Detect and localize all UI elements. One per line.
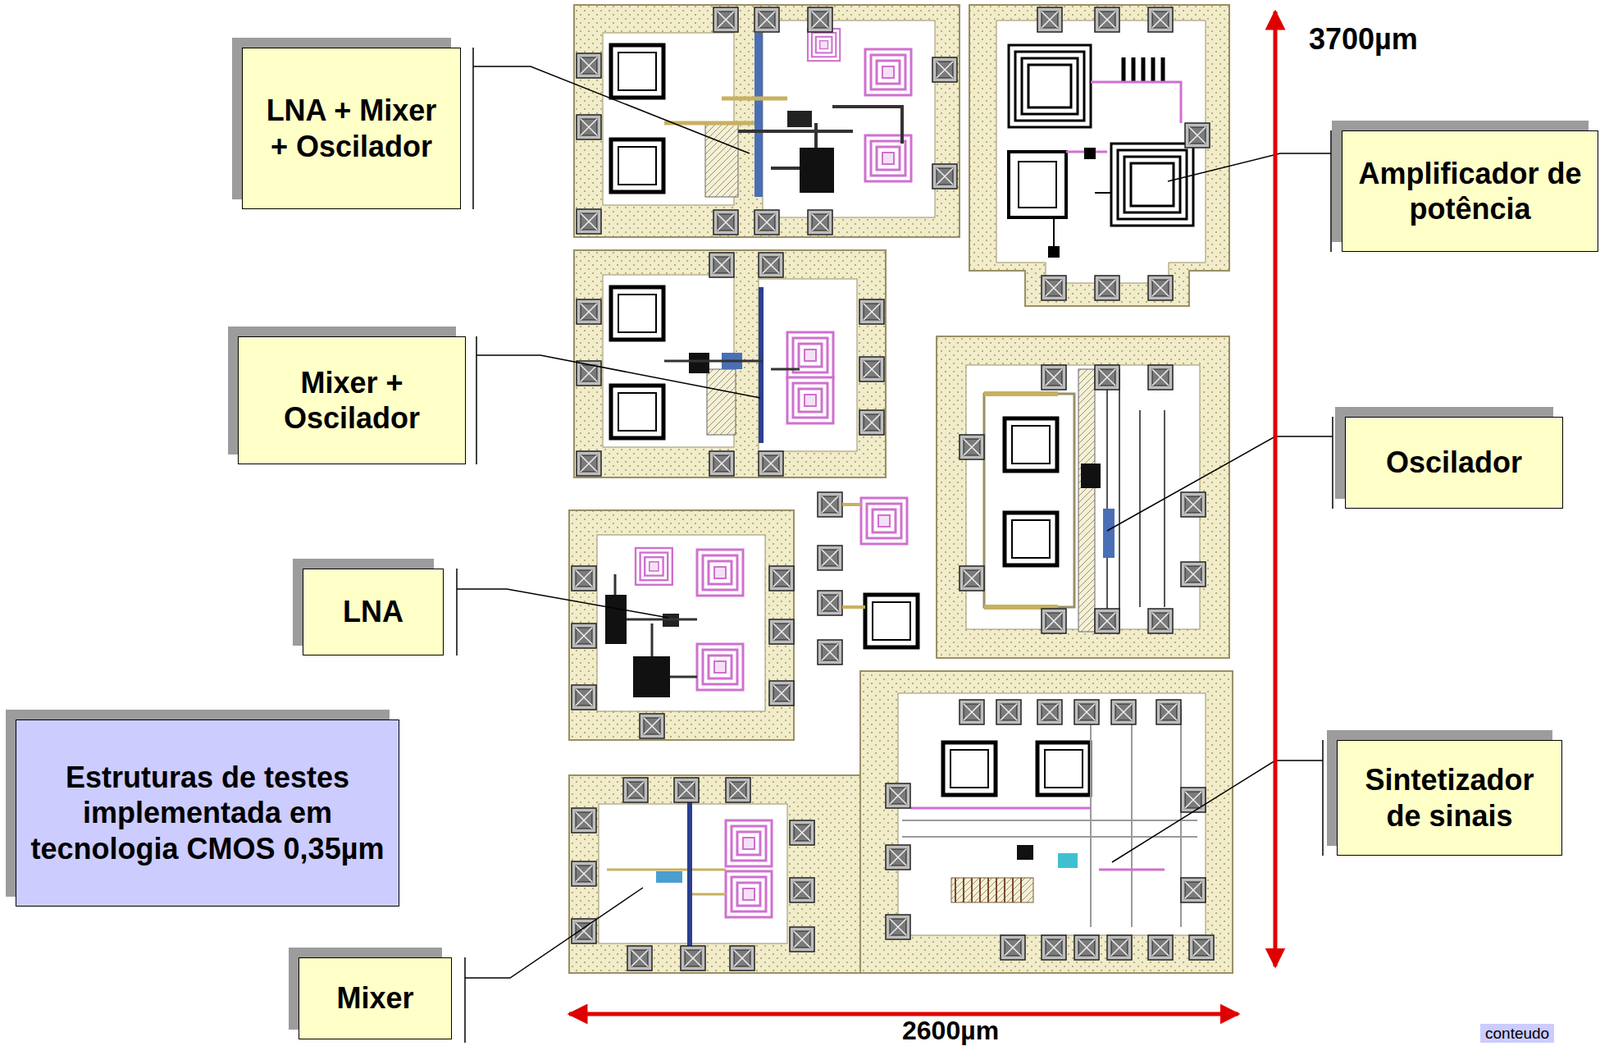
callout-text: Mixer [336,980,414,1016]
callout-box: Amplificador de potência [1341,130,1599,252]
callout-text: Oscilador [1385,444,1523,480]
callout-text: Estruturas de testes implementada em tec… [29,759,386,867]
callout-box: Sintetizador de sinais [1336,739,1563,856]
callout-box: Oscilador [1344,416,1564,509]
note-box: Estruturas de testes implementada em tec… [15,719,400,907]
callout-text: LNA [342,593,404,630]
callout-box: Mixer [298,957,452,1040]
callout-text: Mixer + Oscilador [250,364,454,436]
dimension-label: 2600µm [902,1016,999,1044]
callout-box: LNA [302,568,444,656]
callout-text: LNA + Mixer + Oscilador [254,92,449,164]
callout-box: Mixer + Oscilador [237,336,466,465]
callout-box: LNA + Mixer + Oscilador [241,47,461,210]
footer-tag: conteudo [1480,1023,1555,1043]
callout-text: Sintetizador de sinais [1349,761,1550,833]
dimension-label: 3700µm [1308,24,1418,55]
callout-text: Amplificador de potência [1353,155,1587,227]
